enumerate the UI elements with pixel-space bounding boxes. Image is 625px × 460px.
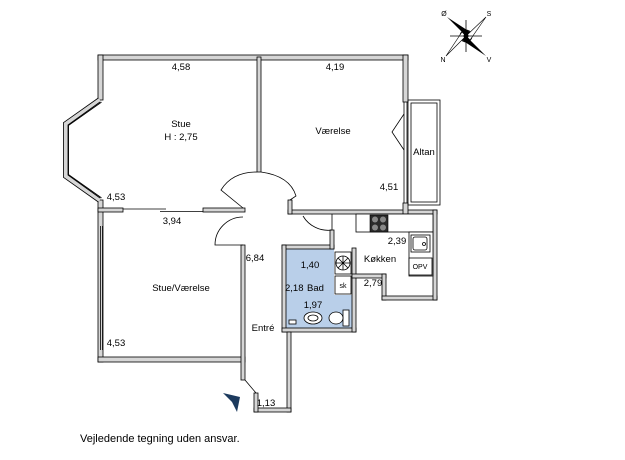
floor-drain-icon — [288, 319, 297, 325]
dim-stue-vaerelse-depth: 4,53 — [107, 338, 126, 349]
room-height: H : 2,75 — [164, 132, 197, 143]
wall-bad-top — [281, 244, 335, 250]
wall-koekken-bottom — [381, 295, 438, 301]
stove-burner — [372, 224, 378, 231]
sliding-doors — [123, 208, 203, 212]
dim-vaerelse-width: 4,19 — [326, 62, 345, 73]
kitchen-fixtures — [355, 213, 434, 277]
compass-south: S — [487, 11, 492, 18]
door-koekken — [302, 214, 333, 231]
room-bad: Bad — [307, 283, 324, 294]
fixture-opv: OPV — [413, 264, 428, 271]
stove-burner — [380, 216, 386, 223]
wall-left-upper — [97, 54, 104, 101]
wall-bad-bottom — [281, 327, 357, 333]
stove — [369, 214, 389, 233]
room-altan: Altan — [413, 147, 435, 158]
room-vaerelse: Værelse — [315, 126, 350, 137]
kitchen-counter-top — [355, 213, 434, 233]
door-swings — [214, 113, 405, 394]
wall-stue-vaerelse-divider — [256, 56, 262, 173]
kitchen-sink-drain — [422, 242, 426, 246]
wall-vaerelse-bottom — [287, 209, 438, 215]
dim-entre-width: 1,13 — [257, 398, 276, 409]
entrance-arrow-icon — [223, 393, 240, 412]
dim-bad-depth: 1,97 — [304, 300, 323, 311]
wall-top — [97, 54, 409, 61]
bathroom-fixtures — [288, 251, 352, 327]
wall-stue-bottom-left — [97, 207, 124, 213]
dim-bad-width: 1,40 — [301, 260, 320, 271]
door-stue-vaerelse — [214, 216, 244, 246]
wall-koekken-left — [329, 229, 335, 250]
wall-bottom-stue-vaerelse — [97, 356, 246, 363]
wall-vaerelse-right-lower — [402, 202, 409, 215]
labels: 4,58 4,19 Stue H : 2,75 Værelse Altan 4,… — [107, 62, 435, 409]
stove-burner — [380, 224, 386, 231]
door-vaerelse — [260, 171, 297, 201]
door-entrance — [244, 379, 257, 394]
dim-vaerelse-depth: 4,51 — [380, 182, 399, 193]
wall-bad-right — [351, 247, 357, 333]
washbasin-bowl — [307, 314, 319, 322]
wall-stue-bottom-right — [202, 207, 246, 213]
disclaimer: Vejledende tegning uden ansvar. — [80, 433, 240, 445]
extractor-fan-spokes — [336, 256, 350, 270]
wall-entre-right — [286, 331, 292, 413]
bay-window — [63, 97, 102, 203]
dim-stue-depth: 4,53 — [107, 192, 126, 203]
wall-vaerelse-door-jamb — [287, 199, 293, 215]
toilet-tank — [342, 309, 350, 327]
bathroom-area — [286, 249, 352, 328]
door-altan — [391, 113, 405, 151]
toilet-icon — [328, 311, 344, 325]
sk-box — [334, 275, 352, 295]
wall-vaerelse-right-upper — [402, 54, 409, 103]
kitchen-sink-basin — [412, 236, 428, 251]
room-entre: Entré — [252, 323, 275, 334]
dim-stue-width: 4,58 — [172, 62, 191, 73]
wall-koekken-right — [432, 209, 438, 301]
dim-bad-length: 2,18 — [285, 283, 304, 294]
fixture-sk: sk — [340, 283, 348, 290]
dim-entre-length: 6,84 — [246, 253, 265, 264]
stove-burner — [372, 216, 378, 223]
dim-koekken-depth: 2,79 — [364, 278, 383, 289]
walls — [97, 54, 438, 413]
room-stue-vaerelse: Stue/Værelse — [152, 283, 210, 294]
wall-entre-left — [240, 244, 246, 381]
altan-balcony — [403, 99, 441, 206]
dim-opening-width: 3,94 — [163, 216, 182, 227]
opv-box — [408, 257, 433, 276]
door-stue — [220, 171, 258, 209]
room-stue: Stue — [171, 119, 191, 130]
room-koekken: Køkken — [364, 254, 396, 265]
dim-koekken-width: 2,39 — [388, 236, 407, 247]
compass-icon: Ø S N V — [440, 11, 491, 64]
compass-north: N — [440, 57, 445, 64]
compass-east: Ø — [441, 11, 447, 18]
compass-west: V — [487, 57, 492, 64]
